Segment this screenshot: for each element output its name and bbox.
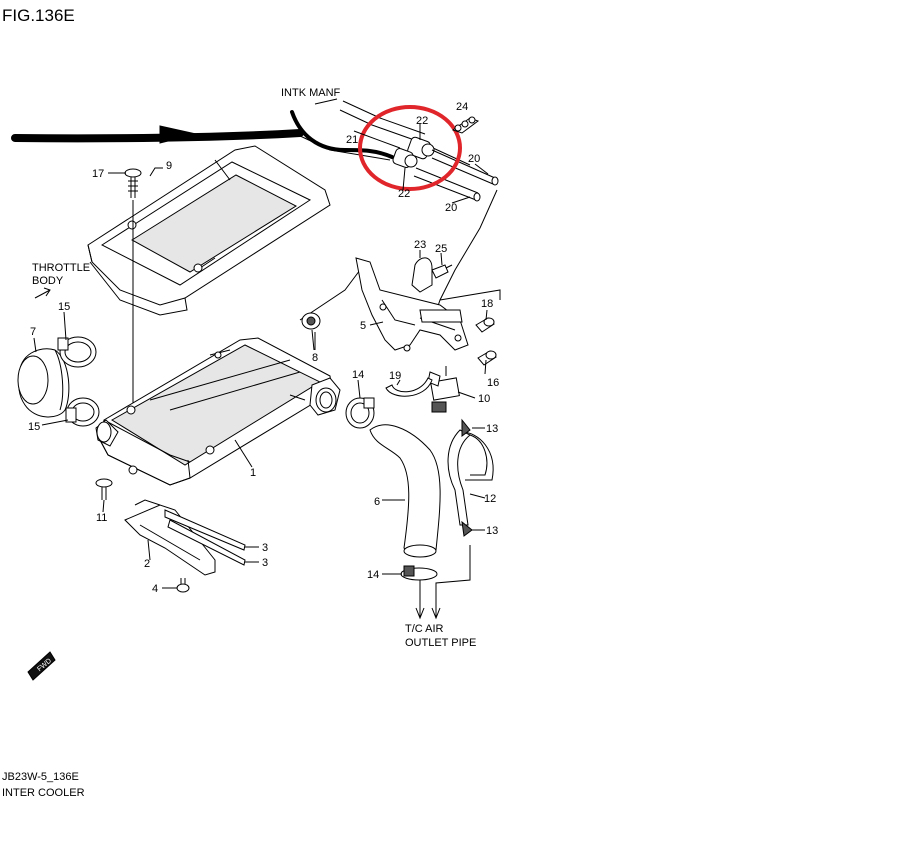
- callout-20-upper: 20: [468, 153, 480, 165]
- hose-clamp-14-lower: [400, 565, 438, 581]
- callout-7: 7: [30, 326, 36, 338]
- callout-12: 12: [484, 493, 496, 505]
- solenoid-bracket-5: [355, 257, 469, 352]
- front-direction-badge: FWD: [27, 651, 56, 681]
- hose-clamp-14-upper: [345, 397, 375, 429]
- callout-17: 17: [92, 168, 104, 180]
- solenoid-valve-10: [427, 366, 460, 413]
- hose-clamp-15-upper: [57, 336, 97, 368]
- figure-title: FIG.136E: [2, 6, 75, 25]
- callout-10: 10: [478, 393, 490, 405]
- bolt-18: [475, 317, 495, 333]
- figure-name: INTER COOLER: [2, 787, 85, 799]
- callout-16: 16: [487, 377, 499, 389]
- bolt-11: [95, 478, 113, 500]
- callout-4: 4: [152, 583, 158, 595]
- bolt-17: [124, 168, 142, 198]
- note-outlet-line2: OUTLET PIPE: [405, 637, 476, 649]
- callout-23: 23: [414, 239, 426, 251]
- vacuum-hose-19: [385, 377, 433, 397]
- callout-2: 2: [144, 558, 150, 570]
- callout-15-lower: 15: [28, 421, 40, 433]
- leader-lines: [33, 124, 489, 589]
- vacuum-hose-12: [447, 418, 494, 537]
- note-throttle-line2: BODY: [32, 275, 64, 287]
- bracket-23: [411, 257, 433, 293]
- intercooler-cover: [87, 145, 331, 316]
- callout-22-upper: 22: [416, 115, 428, 127]
- intercooler-outlet-hose-6: [369, 424, 441, 558]
- bolt-25: [431, 264, 453, 279]
- callout-14-lower: 14: [367, 569, 379, 581]
- note-outlet-line1: T/C AIR: [405, 623, 444, 635]
- callout-19: 19: [389, 370, 401, 382]
- note-throttle-line1: THROTTLE: [32, 262, 90, 274]
- highlight-circle: [358, 105, 462, 191]
- outlet-arrows: [415, 545, 471, 620]
- callout-15-upper: 15: [58, 301, 70, 313]
- bolt-4: [176, 578, 190, 593]
- callout-25: 25: [435, 243, 447, 255]
- callout-1: 1: [250, 467, 256, 479]
- callout-labels: 1 2 3 3 4 5 6 7 8 9 10 11 12 13 13 14 14…: [28, 101, 499, 595]
- callout-13-upper: 13: [486, 423, 498, 435]
- figure-code: JB23W-5_136E: [2, 771, 79, 783]
- annotation-arrow: [11, 110, 394, 159]
- callout-13-lower: 13: [486, 525, 498, 537]
- callout-24: 24: [456, 101, 468, 113]
- lower-bracket-2: [124, 499, 216, 576]
- callout-3-lower: 3: [262, 557, 268, 569]
- bolt-16: [477, 350, 497, 366]
- hose-clamp-15-lower: [65, 397, 100, 427]
- hose-clamp-24: [451, 116, 480, 134]
- callout-6: 6: [374, 496, 380, 508]
- callout-14-upper: 14: [352, 369, 364, 381]
- intercooler-inlet-hose-7: [17, 348, 70, 418]
- callout-22-lower: 22: [398, 188, 410, 200]
- callout-21: 21: [346, 134, 358, 146]
- grommet-8: [301, 312, 321, 350]
- callout-11: 11: [96, 512, 107, 524]
- callout-3-upper: 3: [262, 542, 268, 554]
- note-intake-manifold: INTK MANF: [281, 87, 341, 99]
- intercooler-core: [95, 337, 341, 486]
- callout-5: 5: [360, 320, 366, 332]
- callout-9: 9: [166, 160, 172, 172]
- callout-18: 18: [481, 298, 493, 310]
- vacuum-hose-assembly: [297, 98, 499, 313]
- callout-20-lower: 20: [445, 202, 457, 214]
- clip-3: [164, 509, 246, 566]
- callout-8: 8: [312, 352, 318, 364]
